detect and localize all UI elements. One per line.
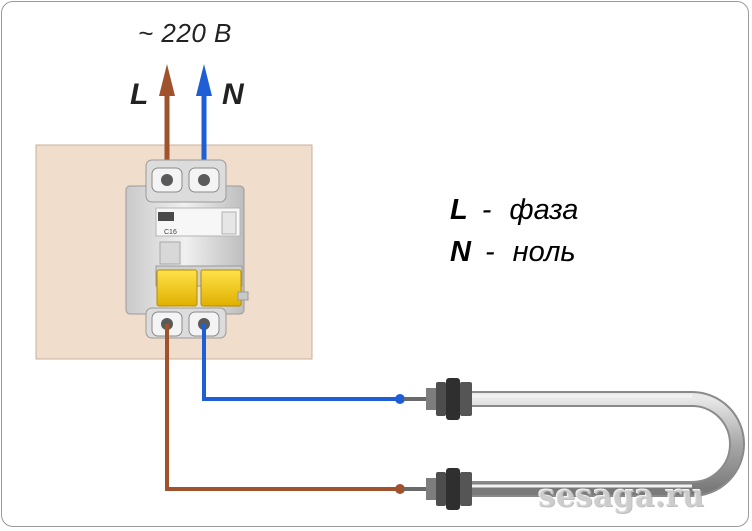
legend-meaning: ноль [512,236,576,268]
brand-logo-icon [158,212,174,221]
legend-row-neutral: N-ноль [450,236,576,269]
neutral-wire-letter: N [222,78,244,111]
legend-separator: - [484,236,495,268]
legend-separator: - [481,194,492,226]
circuit-breaker: C16 [125,159,249,339]
phase-load-wire [165,324,400,491]
neutral-terminal-dot [395,394,405,404]
phase-wire-letter: L [130,78,149,111]
phase-terminal-dot [395,484,405,494]
heating-element [404,378,745,510]
legend-key: L [450,194,468,226]
breaker-handle-left [156,269,198,307]
site-watermark: sesaga.ru [538,478,705,514]
legend-row-phase: L-фаза [450,194,578,227]
supply-voltage-label: ~ 220 В [138,18,232,48]
neutral-load-wire [202,324,400,401]
legend-key: N [450,236,471,268]
breaker-handle-right [200,269,242,307]
breaker-rating-text: C16 [164,229,177,236]
legend-meaning: фаза [509,194,579,226]
